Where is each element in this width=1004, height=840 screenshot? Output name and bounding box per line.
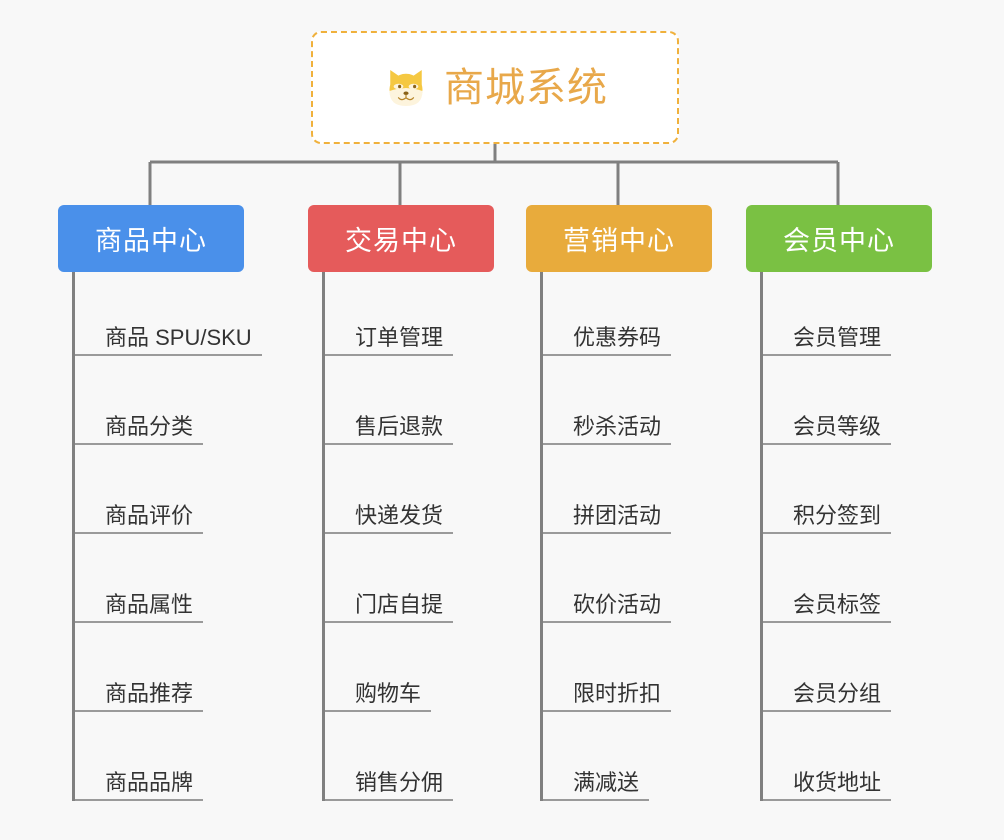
list-item[interactable]: 秒杀活动 <box>543 356 712 445</box>
leaf-label: 限时折扣 <box>543 681 672 712</box>
category-label: 交易中心 <box>345 226 457 256</box>
leaf-label: 门店自提 <box>325 592 454 623</box>
list-item[interactable]: 购物车 <box>325 623 494 712</box>
list-item[interactable]: 商品分类 <box>75 356 244 445</box>
list-item[interactable]: 订单管理 <box>325 272 494 356</box>
root-node[interactable]: 商城系统 <box>311 31 679 144</box>
list-item[interactable]: 会员标签 <box>763 534 932 623</box>
list-item[interactable]: 商品属性 <box>75 534 244 623</box>
list-item[interactable]: 商品评价 <box>75 445 244 534</box>
leaf-label: 订单管理 <box>325 325 454 356</box>
leaf-label: 快递发货 <box>325 503 454 534</box>
leaf-label: 满减送 <box>543 770 650 801</box>
list-item[interactable]: 商品推荐 <box>75 623 244 712</box>
leaf-label: 秒杀活动 <box>543 414 672 445</box>
leaf-label: 会员分组 <box>763 681 892 712</box>
category-label: 营销中心 <box>563 226 675 256</box>
category-header-trade-center[interactable]: 交易中心 <box>308 205 494 272</box>
leaf-label: 积分签到 <box>763 503 892 534</box>
leaf-label: 会员标签 <box>763 592 892 623</box>
list-item[interactable]: 限时折扣 <box>543 623 712 712</box>
branch-trade-center: 交易中心 订单管理 售后退款 快递发货 门店自提 购物车 销售分佣 <box>308 205 494 801</box>
leaf-list-trade-center: 订单管理 售后退款 快递发货 门店自提 购物车 销售分佣 <box>322 272 494 801</box>
leaf-label: 拼团活动 <box>543 503 672 534</box>
list-item[interactable]: 会员等级 <box>763 356 932 445</box>
branch-member-center: 会员中心 会员管理 会员等级 积分签到 会员标签 会员分组 收货地址 <box>746 205 932 801</box>
branch-marketing-center: 营销中心 优惠券码 秒杀活动 拼团活动 砍价活动 限时折扣 满减送 <box>526 205 712 801</box>
leaf-label: 商品推荐 <box>75 681 204 712</box>
leaf-label: 砍价活动 <box>543 592 672 623</box>
list-item[interactable]: 砍价活动 <box>543 534 712 623</box>
leaf-label: 收货地址 <box>763 770 892 801</box>
category-header-marketing-center[interactable]: 营销中心 <box>526 205 712 272</box>
leaf-list-member-center: 会员管理 会员等级 积分签到 会员标签 会员分组 收货地址 <box>760 272 932 801</box>
leaf-label: 商品 SPU/SKU <box>75 325 262 356</box>
leaf-list-marketing-center: 优惠券码 秒杀活动 拼团活动 砍价活动 限时折扣 满减送 <box>540 272 712 801</box>
list-item[interactable]: 满减送 <box>543 712 712 801</box>
leaf-label: 商品分类 <box>75 414 204 445</box>
list-item[interactable]: 商品品牌 <box>75 712 244 801</box>
leaf-label: 购物车 <box>325 681 432 712</box>
list-item[interactable]: 优惠券码 <box>543 272 712 356</box>
list-item[interactable]: 销售分佣 <box>325 712 494 801</box>
category-header-product-center[interactable]: 商品中心 <box>58 205 244 272</box>
category-label: 商品中心 <box>95 226 207 256</box>
list-item[interactable]: 收货地址 <box>763 712 932 801</box>
leaf-label: 商品属性 <box>75 592 204 623</box>
leaf-label: 商品品牌 <box>75 770 204 801</box>
list-item[interactable]: 商品 SPU/SKU <box>75 272 262 356</box>
list-item[interactable]: 会员管理 <box>763 272 932 356</box>
category-header-member-center[interactable]: 会员中心 <box>746 205 932 272</box>
branch-product-center: 商品中心 商品 SPU/SKU 商品分类 商品评价 商品属性 商品推荐 商品品牌 <box>58 205 262 801</box>
list-item[interactable]: 售后退款 <box>325 356 494 445</box>
category-label: 会员中心 <box>783 226 895 256</box>
list-item[interactable]: 积分签到 <box>763 445 932 534</box>
leaf-label: 商品评价 <box>75 503 204 534</box>
leaf-label: 销售分佣 <box>325 770 454 801</box>
leaf-label: 会员管理 <box>763 325 892 356</box>
list-item[interactable]: 门店自提 <box>325 534 494 623</box>
leaf-label: 售后退款 <box>325 414 454 445</box>
root-title: 商城系统 <box>444 65 608 110</box>
list-item[interactable]: 拼团活动 <box>543 445 712 534</box>
list-item[interactable]: 快递发货 <box>325 445 494 534</box>
shiba-dog-icon <box>382 64 430 112</box>
list-item[interactable]: 会员分组 <box>763 623 932 712</box>
leaf-label: 优惠券码 <box>543 325 672 356</box>
leaf-label: 会员等级 <box>763 414 892 445</box>
leaf-list-product-center: 商品 SPU/SKU 商品分类 商品评价 商品属性 商品推荐 商品品牌 <box>72 272 262 801</box>
